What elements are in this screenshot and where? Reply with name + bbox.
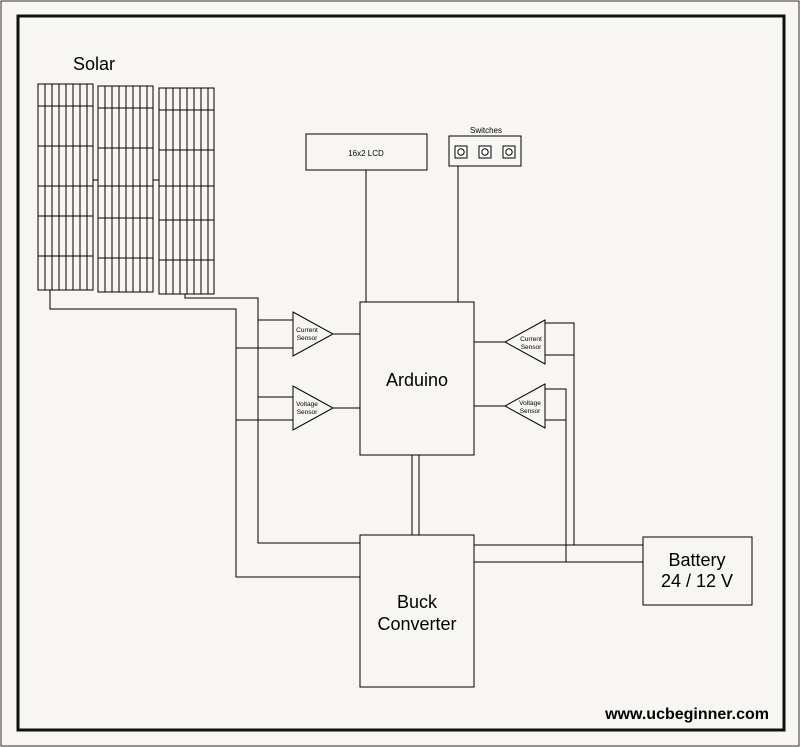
- battery-label-line2: 24 / 12 V: [661, 571, 733, 591]
- sensor-label-line2: Sensor: [520, 408, 541, 415]
- switch-button: [502, 145, 516, 159]
- arduino-block: Arduino: [359, 301, 475, 456]
- lcd-display: 16x2 LCD: [305, 133, 428, 171]
- solar-panels: [37, 83, 215, 295]
- switch-button: [478, 145, 492, 159]
- battery-block: Battery 24 / 12 V: [642, 536, 753, 606]
- battery-label-line1: Battery: [668, 550, 725, 570]
- solar-label: Solar: [73, 54, 115, 74]
- sensor-label-line2: Sensor: [297, 409, 318, 416]
- sensor-label-line1: Current: [520, 336, 542, 343]
- sensor-label-line2: Sensor: [521, 344, 542, 351]
- sensor-label-line2: Sensor: [297, 335, 318, 342]
- arduino-label: Arduino: [386, 370, 448, 390]
- website-watermark: www.ucbeginner.com: [604, 706, 769, 723]
- sensor-label-line1: Voltage: [296, 401, 318, 408]
- buck-label-line2: Converter: [377, 614, 456, 634]
- inner-border: [16, 14, 786, 732]
- switch-button: [454, 145, 468, 159]
- lcd-label: 16x2 LCD: [348, 149, 384, 158]
- right-voltage-sensor: Voltage Sensor: [503, 383, 546, 429]
- wires: [49, 166, 643, 578]
- left-voltage-sensor: Voltage Sensor: [292, 385, 335, 431]
- switches: Switches: [448, 126, 522, 167]
- right-current-sensor: Current Sensor: [503, 319, 546, 365]
- left-current-sensor: Current Sensor: [292, 311, 335, 357]
- sensor-label-line1: Current: [296, 327, 318, 334]
- sensor-label-line1: Voltage: [519, 400, 541, 407]
- buck-converter-block: Buck Converter: [359, 534, 475, 688]
- switches-label: Switches: [470, 126, 502, 135]
- buck-label-line1: Buck: [397, 592, 438, 612]
- solar-panel-2: [97, 85, 154, 293]
- solar-panel-1: [37, 83, 94, 291]
- solar-panel-3: [158, 87, 215, 295]
